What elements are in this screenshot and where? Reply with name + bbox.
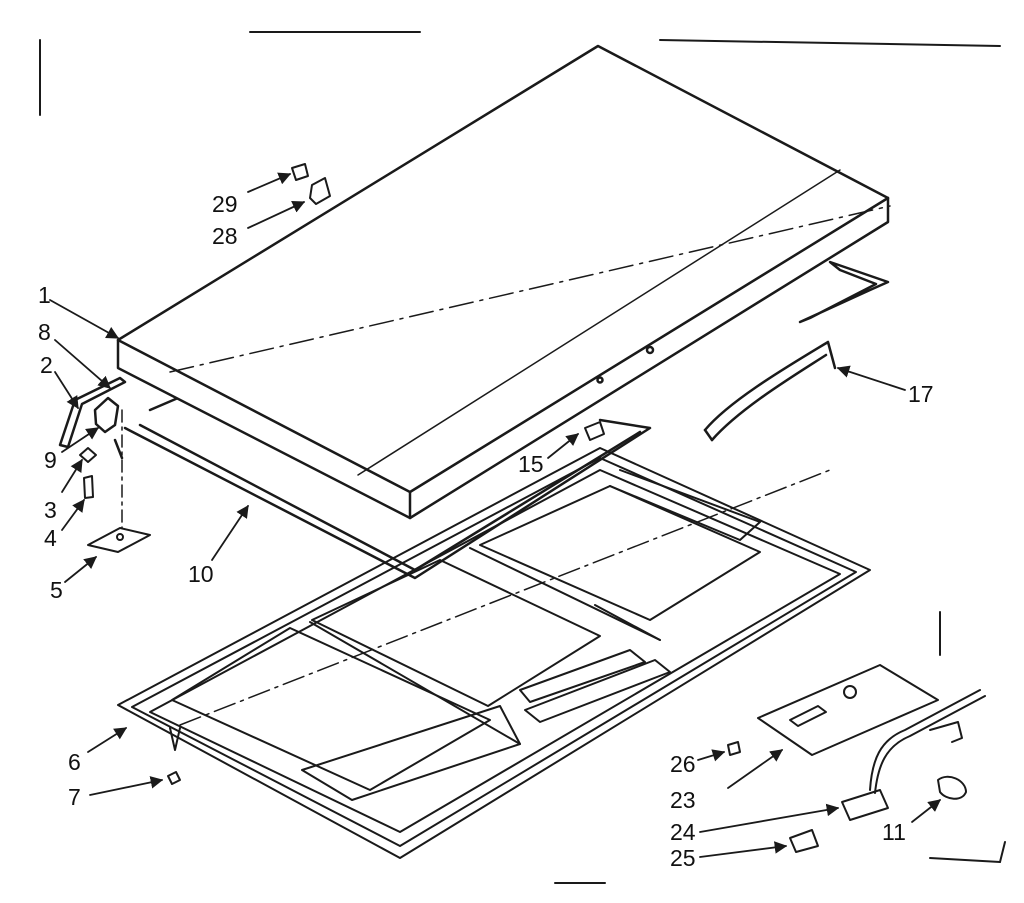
callout-11: 11 (882, 819, 906, 845)
callout-23: 23 (670, 787, 696, 813)
callout-7: 7 (68, 784, 81, 810)
callout-24: 24 (670, 819, 696, 845)
callout-8: 8 (38, 319, 51, 345)
callout-26: 26 (670, 751, 696, 777)
callout-4: 4 (44, 525, 57, 551)
callout-6: 6 (68, 749, 81, 775)
callout-1: 1 (38, 282, 51, 308)
hardware-parts (79, 163, 605, 785)
callout-2: 2 (40, 352, 53, 378)
callout-arrows (49, 172, 941, 858)
frame-marks (39, 31, 1006, 884)
callout-29: 29 (212, 191, 238, 217)
callout-3: 3 (44, 497, 57, 523)
lid-handle-brace (703, 260, 890, 442)
callout-25: 25 (670, 845, 696, 871)
callout-28: 28 (212, 223, 238, 249)
door-liner-panel (117, 447, 871, 859)
lamp-assembly (727, 664, 986, 853)
callout-15: 15 (518, 451, 544, 477)
callout-labels: 1 8 2 9 3 4 5 10 6 7 29 28 15 17 26 23 2… (38, 191, 934, 871)
callout-17: 17 (908, 381, 934, 407)
freezer-lid (116, 44, 891, 520)
callout-5: 5 (50, 577, 63, 603)
callout-9: 9 (44, 447, 57, 473)
callout-10: 10 (188, 561, 214, 587)
